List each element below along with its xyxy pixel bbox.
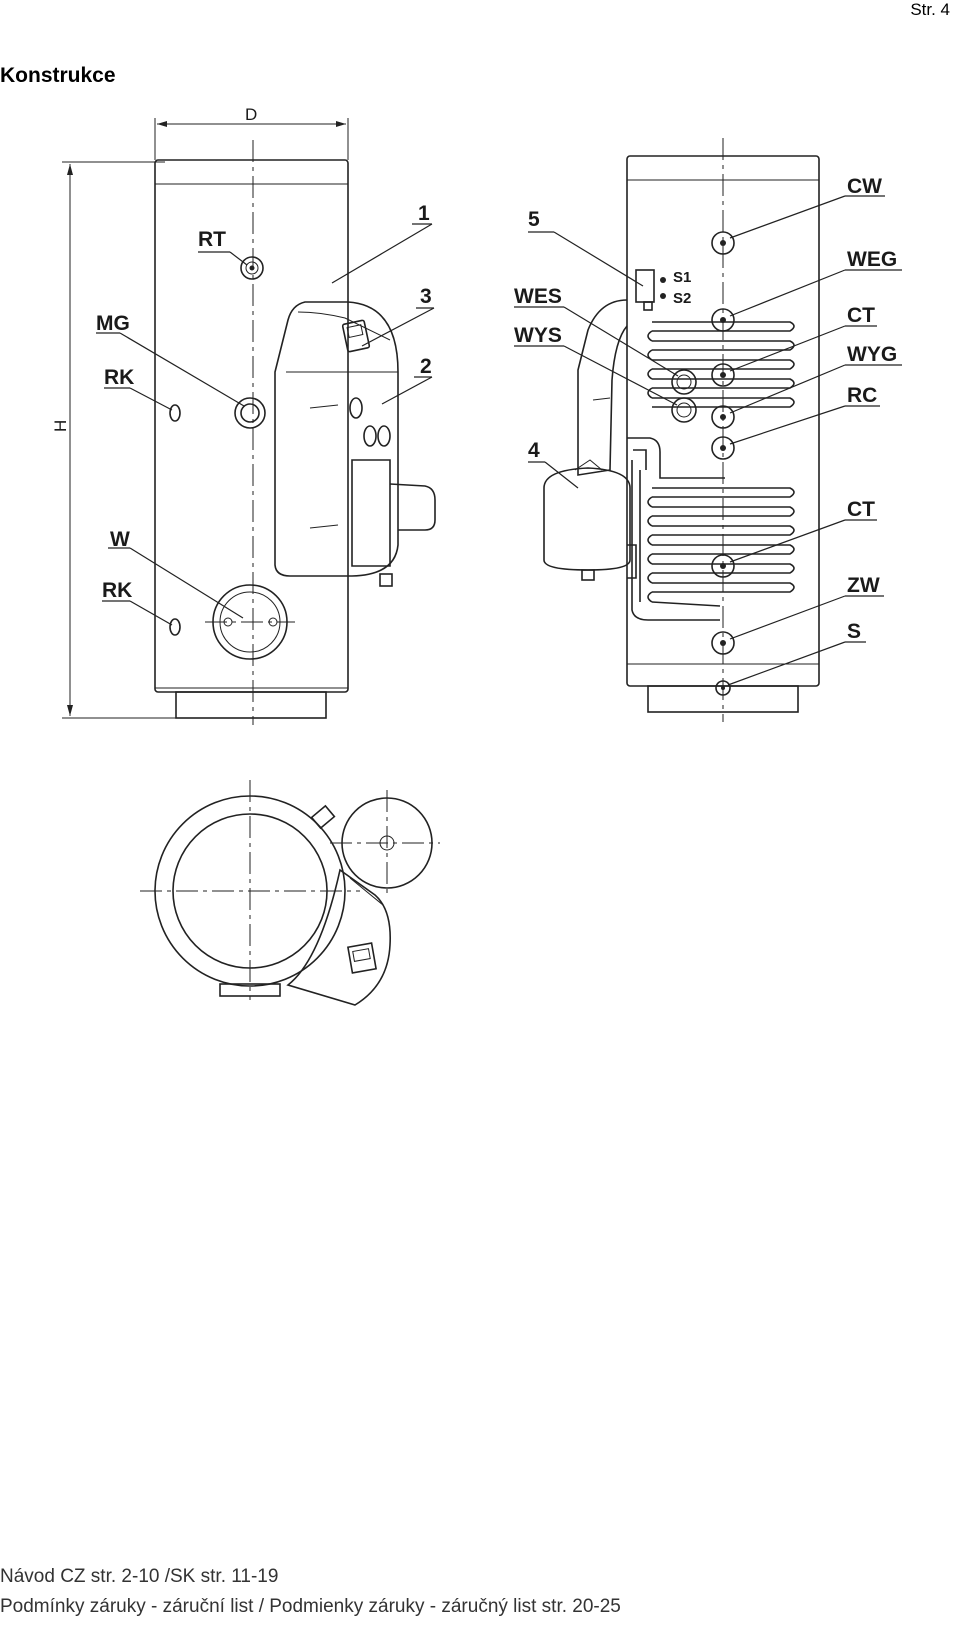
label-zw: ZW xyxy=(847,574,880,597)
label-cw: CW xyxy=(847,175,882,198)
top-view xyxy=(140,780,440,1006)
label-part-5: 5 xyxy=(528,208,540,231)
label-part-1: 1 xyxy=(418,202,430,225)
label-part-2: 2 xyxy=(420,355,432,378)
label-rc: RC xyxy=(847,384,877,407)
dimension-d-label: D xyxy=(245,105,257,124)
label-s1: S1 xyxy=(673,269,691,286)
section-title: Konstrukce xyxy=(0,64,116,87)
label-wyg: WYG xyxy=(847,343,897,366)
dimension-h-label: H xyxy=(51,420,70,432)
label-s2: S2 xyxy=(673,290,691,307)
label-s: S xyxy=(847,620,861,643)
label-mg: MG xyxy=(96,312,130,335)
label-rk-upper: RK xyxy=(104,366,134,389)
page-number: Str. 4 xyxy=(910,0,950,19)
footer-line-2: Podmínky záruky - záruční list / Podmien… xyxy=(0,1596,621,1617)
label-rt: RT xyxy=(198,228,226,251)
label-wes: WES xyxy=(514,285,562,308)
construction-drawing: D H xyxy=(51,105,902,1006)
label-part-3: 3 xyxy=(420,285,432,308)
label-ct-lower: CT xyxy=(847,498,875,521)
label-rk-lower: RK xyxy=(102,579,132,602)
label-wys: WYS xyxy=(514,324,562,347)
section-view: 5 S1 S2 WES WYS 4 CW WEG CT WYG RC CT ZW… xyxy=(514,138,902,722)
front-view: D H xyxy=(51,105,436,725)
footer-line-1: Návod CZ str. 2-10 /SK str. 11-19 xyxy=(0,1566,279,1587)
label-weg: WEG xyxy=(847,248,897,271)
label-w: W xyxy=(110,528,130,551)
label-ct-upper: CT xyxy=(847,304,875,327)
label-part-4: 4 xyxy=(528,439,540,462)
